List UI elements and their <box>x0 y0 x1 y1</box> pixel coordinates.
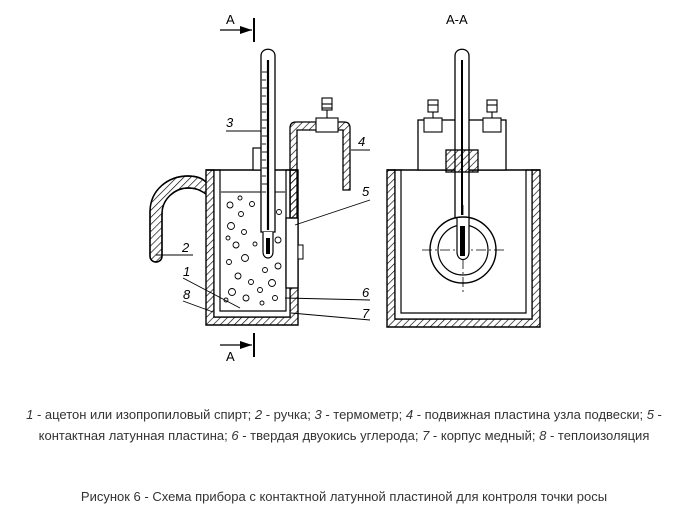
suspension-bracket <box>289 121 351 219</box>
contact-plate-tab <box>297 244 304 260</box>
callout-2: 2 <box>181 240 190 255</box>
legend-item-2: 2 - ручка; <box>254 407 315 422</box>
frame-bolt-left <box>423 99 443 133</box>
section-bulb-fill <box>460 226 465 256</box>
section-letter-bottom: А <box>226 349 235 364</box>
callout-5: 5 <box>362 184 370 199</box>
section-view-title: А-А <box>446 12 468 27</box>
section-view: А-А <box>386 12 541 328</box>
leader-lines-front <box>156 130 371 321</box>
legend: 1 - ацетон или изопропиловый спирт; 2 - … <box>20 404 668 446</box>
callout-6: 6 <box>362 285 370 300</box>
callout-1: 1 <box>183 264 190 279</box>
legend-item-3: 3 - термометр; <box>314 407 406 422</box>
callout-4: 4 <box>358 134 365 149</box>
section-arrow-top: А <box>220 12 255 42</box>
bracket-bolt <box>315 97 339 133</box>
diagram-svg: А А <box>149 12 541 364</box>
frame-bolt-right <box>482 99 502 133</box>
legend-item-8: 8 - теплоизоляция <box>539 428 650 443</box>
callout-8: 8 <box>183 287 191 302</box>
contact-plate <box>285 217 299 289</box>
figure-caption: Рисунок 6 - Схема прибора с контактной л… <box>80 489 608 504</box>
callout-3: 3 <box>226 115 234 130</box>
legend-item-6: 6 - твердая двуокись углерода; <box>231 428 423 443</box>
front-view: А А <box>149 12 371 364</box>
section-arrow-bottom: А <box>220 333 255 364</box>
section-clamp <box>445 149 479 173</box>
legend-item-7: 7 - корпус медный; <box>422 428 540 443</box>
dry-ice-bubbles <box>223 195 282 306</box>
callout-7: 7 <box>362 306 370 321</box>
legend-item-5: 5 - контактная латунная пластина; <box>38 407 662 443</box>
legend-item-4: 4 - подвижная пластина узла подвески; <box>405 407 647 422</box>
section-letter-top: А <box>226 12 235 27</box>
legend-item-1: 1 - ацетон или изопропиловый спирт; <box>26 407 255 422</box>
thermometer <box>260 48 276 259</box>
